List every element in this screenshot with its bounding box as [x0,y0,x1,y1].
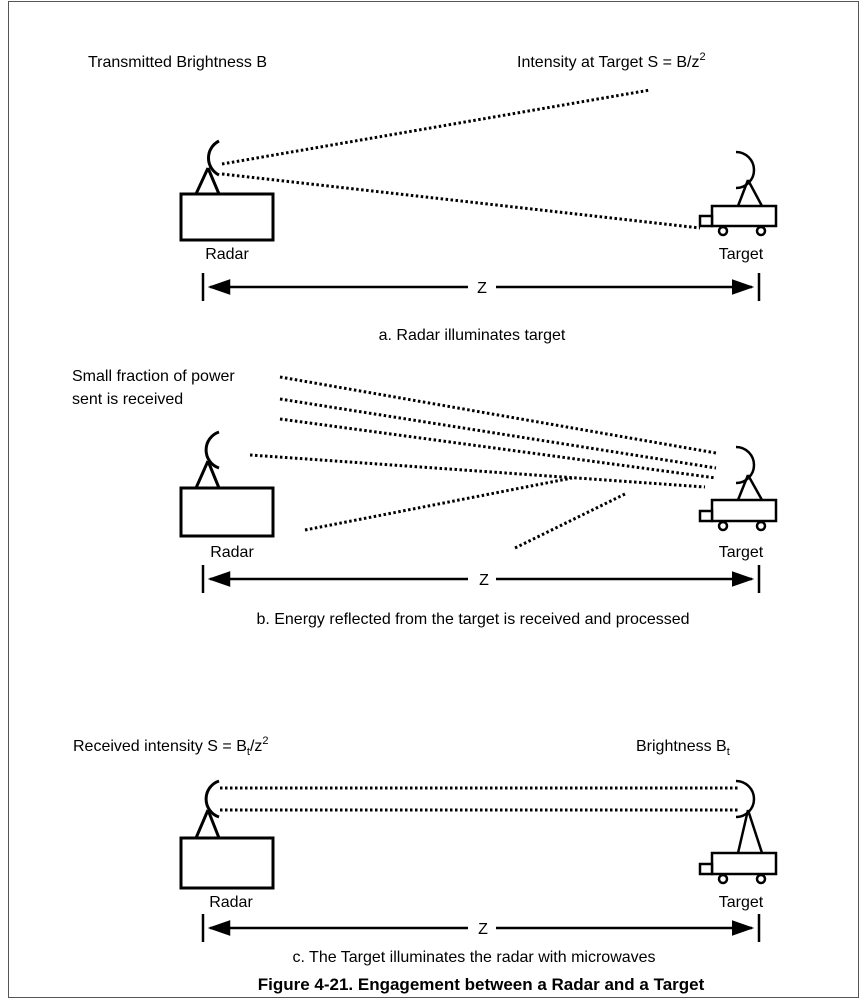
panel-a-caption: a. Radar illuminates target [379,327,566,344]
target-vehicle-icon [698,445,778,532]
target-label: Target [719,544,764,561]
target-label: Target [719,894,764,911]
radar-label: Radar [205,246,249,263]
distance-label: Z [477,280,487,297]
distance-arrow [201,565,761,593]
figure-frame [8,1,859,998]
panel-a: Transmitted Brightness B Intensity at Ta… [88,51,778,344]
panel-c-caption: c. The Target illuminates the radar with… [292,949,655,966]
transmit-beam [221,88,701,230]
radar-icon [179,779,275,890]
target-emission-beam [220,786,740,812]
distance-label: Z [478,921,488,938]
figure-caption: Figure 4-21. Engagement between a Radar … [258,975,705,994]
radar-icon [179,430,275,538]
panel-b: Small fraction of power sent is received… [72,368,778,628]
intensity-at-target-label: Intensity at Target S = B/z2 [517,51,706,71]
panel-c: Received intensity S = Bt/z2 Brightness … [73,735,778,966]
received-intensity-label: Received intensity S = Bt/z2 [73,735,269,758]
reflected-energy-rays [249,375,717,550]
radar-label: Radar [209,894,253,911]
radar-label: Radar [210,544,254,561]
target-label: Target [719,246,764,263]
distance-arrow [201,914,761,942]
target-vehicle-icon [698,779,778,885]
small-fraction-note-line2: sent is received [72,391,183,408]
distance-arrow [201,273,761,301]
transmitted-brightness-label: Transmitted Brightness B [88,54,267,71]
target-vehicle-icon [698,150,778,237]
small-fraction-note-line1: Small fraction of power [72,368,235,385]
radar-icon [179,139,275,242]
panel-b-caption: b. Energy reflected from the target is r… [256,611,689,628]
distance-label: Z [479,572,489,589]
brightness-bt-label: Brightness Bt [636,738,730,758]
